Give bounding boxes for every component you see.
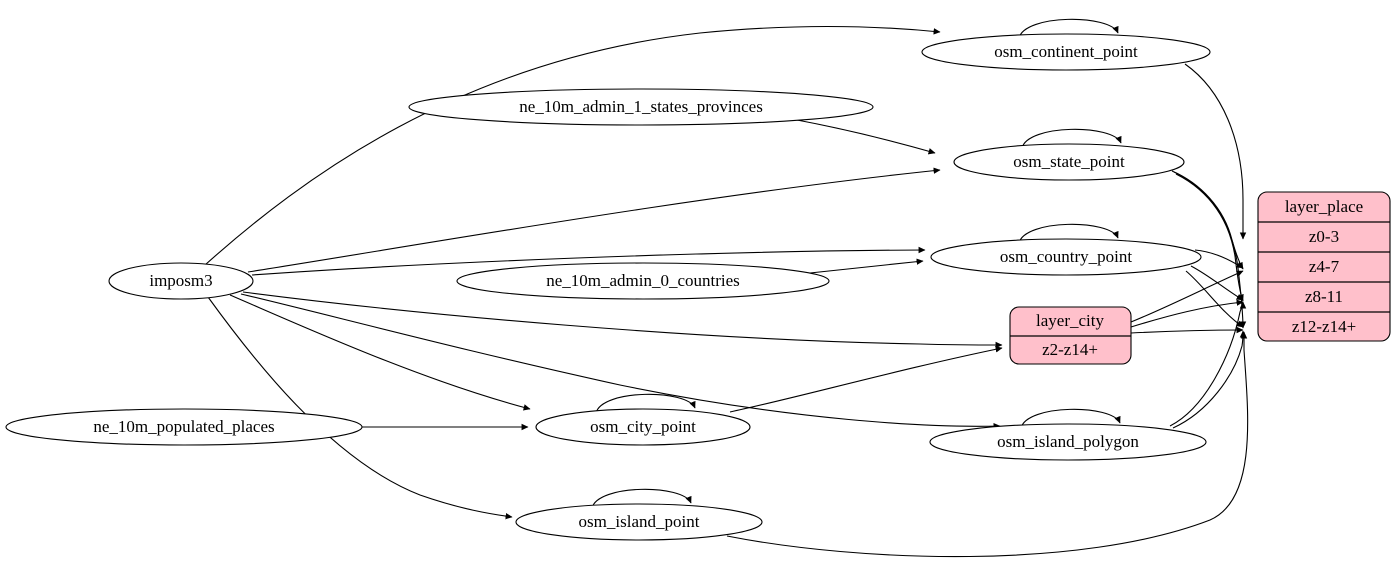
edge-osm_island_point-to-layer_place-z12-z14+ bbox=[726, 331, 1249, 558]
edge-imposm3-to-osm_island_point bbox=[207, 296, 513, 520]
edge-ne_10m_admin_0_countries-to-osm_country_point bbox=[809, 258, 924, 274]
node-osm_island_polygon[interactable]: osm_island_polygon bbox=[929, 423, 1207, 461]
node-ne_10m_admin_0_countries[interactable]: ne_10m_admin_0_countries bbox=[456, 262, 830, 300]
node-imposm3[interactable]: imposm3 bbox=[108, 262, 254, 300]
node-osm_state_point[interactable]: osm_state_point bbox=[953, 143, 1185, 181]
edge-layer bbox=[204, 18, 1249, 558]
node-label-osm_island_point: osm_island_point bbox=[579, 512, 700, 531]
node-ne_10m_populated_places[interactable]: ne_10m_populated_places bbox=[5, 408, 363, 446]
edge-ne_10m_admin_1_states_provinces-to-osm_state_point bbox=[796, 119, 936, 155]
layer_place-box[interactable] bbox=[1257, 191, 1391, 342]
edge-imposm3-to-layer_city bbox=[242, 291, 1003, 349]
node-label-osm_island_polygon: osm_island_polygon bbox=[997, 432, 1139, 451]
edge-imposm3-to-osm_island_polygon bbox=[240, 293, 1001, 430]
layer_place-row-z0-3[interactable]: z0-3 bbox=[1309, 227, 1339, 246]
layer_place-row-z8-11[interactable]: z8-11 bbox=[1305, 287, 1343, 306]
node-label-imposm3: imposm3 bbox=[149, 271, 212, 290]
layer_city-header: layer_city bbox=[1036, 311, 1104, 330]
edge-self-osm_state_point bbox=[1021, 128, 1122, 149]
node-label-ne_10m_admin_1_states_provinces: ne_10m_admin_1_states_provinces bbox=[519, 97, 763, 116]
edge-imposm3-to-osm_country_point bbox=[251, 246, 926, 276]
edge-imposm3-to-osm_city_point bbox=[229, 294, 531, 411]
edge-imposm3-to-osm_continent_point bbox=[204, 25, 941, 266]
edge-self-osm_island_point bbox=[591, 488, 692, 509]
layer_place-row-z12-z14plus[interactable]: z12-z14+ bbox=[1292, 317, 1356, 336]
node-label-ne_10m_admin_0_countries: ne_10m_admin_0_countries bbox=[546, 271, 740, 290]
edge-osm_state_point-to-layer_place-z12-z14+ bbox=[1175, 173, 1247, 329]
edge-osm_island_polygon-to-layer_place-z12-z14+ bbox=[1172, 330, 1247, 429]
edge-self-osm_island_polygon bbox=[1020, 408, 1121, 429]
node-label-ne_10m_populated_places: ne_10m_populated_places bbox=[93, 417, 274, 436]
ellipse-node-layer: imposm3 ne_10m_populated_places ne_10m_a… bbox=[5, 33, 1211, 541]
edge-osm_city_point-to-layer_city-z2-z14+ bbox=[729, 346, 1003, 413]
node-ne_10m_admin_1_states_provinces[interactable]: ne_10m_admin_1_states_provinces bbox=[408, 88, 874, 126]
edge-self-osm_continent_point bbox=[1018, 18, 1119, 39]
layer_city-row-z2-z14plus[interactable]: z2-z14+ bbox=[1042, 340, 1098, 359]
edge-imposm3-to-osm_state_point bbox=[247, 167, 941, 273]
record-node-layer_city[interactable]: layer_city z2-z14+ bbox=[1009, 306, 1132, 365]
edge-layer_city-to-layer_place-z4-7 bbox=[1130, 270, 1244, 323]
edge-self-osm_country_point bbox=[1018, 223, 1119, 244]
node-osm_country_point[interactable]: osm_country_point bbox=[930, 238, 1202, 276]
node-osm_continent_point[interactable]: osm_continent_point bbox=[921, 33, 1211, 71]
edge-layer_city-to-layer_place-z8-11 bbox=[1130, 299, 1244, 328]
node-label-osm_state_point: osm_state_point bbox=[1013, 152, 1125, 171]
node-label-osm_continent_point: osm_continent_point bbox=[994, 42, 1138, 61]
edge-osm_continent_point-to-layer_place-z0-3 bbox=[1184, 63, 1247, 240]
layer_place-header: layer_place bbox=[1285, 197, 1363, 216]
edge-osm_island_polygon-to-layer_place-z8-11 bbox=[1169, 301, 1247, 427]
node-osm_city_point[interactable]: osm_city_point bbox=[535, 408, 751, 446]
edge-osm_state_point-to-layer_place-z8-11 bbox=[1173, 171, 1244, 302]
node-label-osm_city_point: osm_city_point bbox=[590, 417, 696, 436]
node-osm_island_point[interactable]: osm_island_point bbox=[515, 503, 763, 541]
edge-layer_city-to-layer_place-z12-z14+ bbox=[1130, 326, 1244, 334]
node-label-osm_country_point: osm_country_point bbox=[1000, 247, 1132, 266]
record-node-layer_place[interactable]: layer_place z0-3 z4-7 z8-11 z12-z14+ bbox=[1257, 191, 1391, 342]
layer_place-row-z4-7[interactable]: z4-7 bbox=[1309, 257, 1340, 276]
edge-osm_country_point-to-layer_place-z12-z14+ bbox=[1185, 270, 1244, 328]
edge-self-osm_city_point bbox=[595, 393, 696, 414]
edge-osm_country_point-to-layer_place-z4-7 bbox=[1194, 249, 1244, 269]
